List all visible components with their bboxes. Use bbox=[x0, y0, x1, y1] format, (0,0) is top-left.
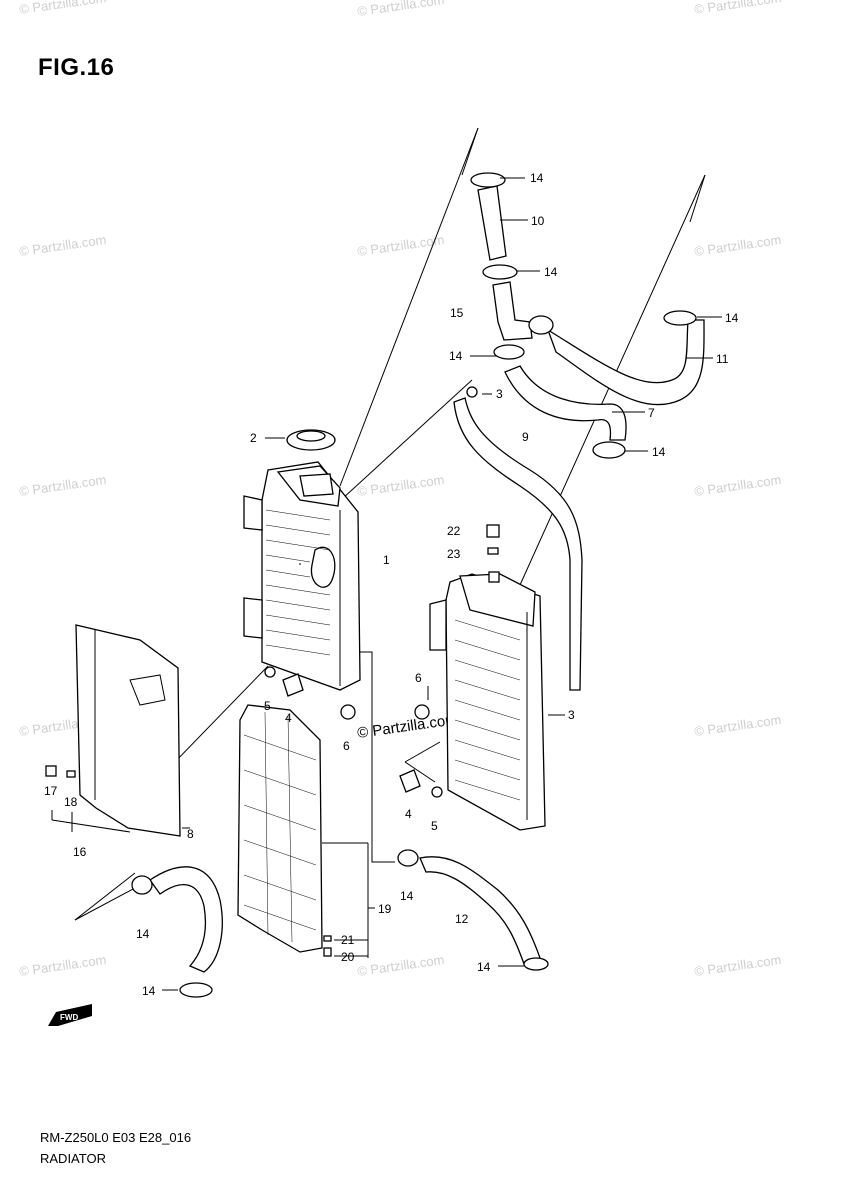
hoses bbox=[149, 185, 705, 973]
callout-labels: 14 10 14 15 14 14 11 3 7 9 14 2 1 22 23 … bbox=[44, 171, 739, 998]
callout-14: 14 bbox=[400, 889, 414, 903]
watermark: © Partzilla.com bbox=[356, 0, 445, 19]
front-direction-label: FWD bbox=[60, 1013, 78, 1022]
watermark: © Partzilla.com bbox=[18, 232, 107, 259]
callout-14: 14 bbox=[725, 311, 739, 325]
callout-11: 11 bbox=[716, 352, 729, 366]
callout-3: 3 bbox=[568, 708, 575, 722]
callout-6: 6 bbox=[415, 671, 422, 685]
callout-17: 17 bbox=[44, 784, 58, 798]
radiator-cap bbox=[265, 429, 336, 451]
hardware bbox=[45, 386, 478, 957]
callout-23: 23 bbox=[447, 547, 461, 561]
figure-title: FIG.16 bbox=[38, 54, 115, 81]
callout-14: 14 bbox=[136, 927, 150, 941]
radiator-left bbox=[243, 461, 361, 691]
callout-4: 4 bbox=[405, 807, 412, 821]
figure-name: RADIATOR bbox=[40, 1151, 106, 1166]
callout-22: 22 bbox=[447, 524, 461, 538]
callout-10: 10 bbox=[531, 214, 545, 228]
watermark: © Partzilla.com bbox=[18, 472, 107, 499]
callout-2: 2 bbox=[250, 431, 257, 445]
watermark: © Partzilla.com bbox=[356, 472, 445, 499]
callout-4: 4 bbox=[285, 711, 292, 725]
watermark: © Partzilla.com bbox=[693, 952, 782, 979]
callout-1: 1 bbox=[383, 553, 390, 567]
callout-18: 18 bbox=[64, 795, 78, 809]
watermark: © Partzilla.com bbox=[356, 952, 445, 979]
callout-14: 14 bbox=[449, 349, 463, 363]
callout-15: 15 bbox=[450, 306, 464, 320]
callout-20: 20 bbox=[341, 950, 355, 964]
callout-5: 5 bbox=[431, 819, 438, 833]
callout-21: 21 bbox=[341, 933, 355, 947]
callout-16: 16 bbox=[73, 845, 87, 859]
watermark: © Partzilla.com bbox=[693, 0, 782, 17]
callout-12: 12 bbox=[455, 912, 469, 926]
callout-9: 9 bbox=[522, 430, 529, 444]
callout-7: 7 bbox=[648, 406, 655, 420]
callout-14: 14 bbox=[477, 960, 491, 974]
callout-14: 14 bbox=[142, 984, 156, 998]
radiator-guard bbox=[75, 624, 181, 837]
watermark: © Partzilla.com bbox=[693, 712, 782, 739]
watermark: © Partzilla.com bbox=[693, 472, 782, 499]
callout-19: 19 bbox=[378, 902, 392, 916]
callout-5: 5 bbox=[264, 699, 271, 713]
watermark: © Partzilla.com bbox=[356, 232, 445, 259]
figure-code: RM-Z250L0 E03 E28_016 bbox=[40, 1130, 192, 1145]
watermark: © Partzilla.com bbox=[18, 952, 107, 979]
callout-8: 8 bbox=[187, 827, 194, 841]
callout-14: 14 bbox=[544, 265, 558, 279]
watermark: © Partzilla.com bbox=[693, 232, 782, 259]
callout-6: 6 bbox=[343, 739, 350, 753]
guide-lines bbox=[74, 127, 706, 921]
callout-3: 3 bbox=[496, 387, 503, 401]
watermark: © Partzilla.com bbox=[18, 0, 107, 17]
radiator-right bbox=[429, 524, 546, 831]
front-direction-arrow-icon: FWD bbox=[48, 1004, 92, 1026]
clamps bbox=[131, 172, 697, 998]
watermark-layer: © Partzilla.com © Partzilla.com © Partzi… bbox=[18, 0, 782, 979]
radiator-louver bbox=[237, 704, 323, 953]
leader-lines bbox=[51, 177, 722, 991]
callout-14: 14 bbox=[530, 171, 544, 185]
callout-14: 14 bbox=[652, 445, 666, 459]
